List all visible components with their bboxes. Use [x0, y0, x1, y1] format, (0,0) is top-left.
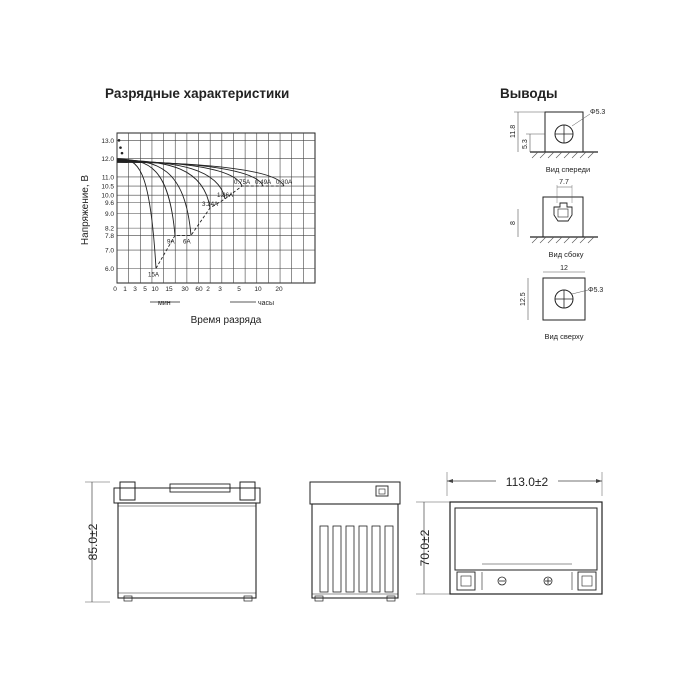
discharge-chart: 13.0 12.0 11.0 10.5 10.09.6 9.0 8.27.8 7.0 6.0 0… — [80, 132, 316, 326]
y-tick-label: 12.0 — [101, 156, 114, 163]
x-tick-label: 5 — [237, 286, 241, 293]
x-axis-label: Время разряда — [191, 315, 262, 326]
height-dim: 85.0±2 — [86, 523, 100, 560]
y-tick-label: 11.0 — [102, 174, 115, 181]
x-tick-label: 1 — [123, 286, 127, 293]
x-tick-label: 30 — [181, 286, 189, 293]
hours-label: часы — [258, 300, 274, 307]
x-tick-label: 10 — [151, 286, 159, 293]
dim-7-7: 7.7 — [559, 179, 569, 186]
battery-front-view: 85.0±2 — [85, 481, 261, 603]
width-dim: 113.0±2 — [506, 475, 549, 489]
y-tick-label: 8.2 — [105, 226, 114, 233]
curve-label: 9A — [167, 238, 175, 245]
dim-phi-front: Φ5.3 — [590, 109, 605, 116]
initial-voltage-marker — [120, 151, 124, 155]
curve-label: 0.75A — [234, 179, 251, 186]
initial-voltage-marker — [117, 139, 121, 142]
discharge-curve — [116, 158, 176, 236]
y-tick-label: 13.0 — [101, 138, 114, 145]
x-tick-label: 15 — [165, 286, 173, 293]
y-tick-label: 9.0 — [105, 211, 114, 218]
chart-grid — [116, 132, 316, 284]
x-tick-label: 3 — [133, 286, 137, 293]
side-view-label: Вид сбоку — [549, 250, 584, 259]
x-tick-label: 2 — [206, 286, 210, 293]
x-tick-label: 10 — [254, 286, 262, 293]
terminal-front-view: 11.8 5.3 Φ5.3 Вид спереди — [510, 109, 605, 174]
curve-label: 6A — [183, 238, 191, 245]
chart-title: Разрядные характеристики — [105, 86, 290, 101]
y-axis-label: Напряжение, В — [80, 175, 91, 246]
dim-5-3: 5.3 — [522, 139, 529, 149]
x-tick-label: 0 — [113, 286, 117, 293]
terminal-top-view: 12 12.5 Φ5.3 Вид сверху — [520, 265, 603, 341]
curve-label: 0.49A — [255, 179, 272, 186]
y-tick-label: 9.6 — [105, 200, 114, 207]
terminal-side-view: 7.7 8 Вид сбоку — [510, 179, 598, 259]
depth-dim: 70.0±2 — [418, 529, 432, 566]
x-tick-label: 3 — [218, 286, 222, 293]
end-voltage-envelope — [155, 185, 284, 269]
dim-phi-top: Φ5.3 — [588, 287, 603, 294]
discharge-curve — [116, 159, 192, 236]
battery-side-view — [309, 481, 401, 602]
dim-12: 12 — [560, 265, 568, 272]
top-view-label: Вид сверху — [544, 332, 583, 341]
x-tick-label: 60 — [195, 286, 203, 293]
curve-label: 3.24A — [202, 201, 219, 208]
terminals-title: Выводы — [500, 86, 558, 101]
y-tick-label: 7.0 — [105, 248, 114, 255]
dim-8: 8 — [510, 221, 517, 225]
y-tick-label: 10.5 — [101, 184, 114, 191]
y-tick-label: 10.0 — [101, 193, 114, 200]
minutes-label: мин — [158, 300, 171, 307]
y-tick-label: 6.0 — [105, 266, 114, 273]
curve-label: 1.86A — [217, 192, 234, 199]
front-view-label: Вид спереди — [546, 165, 590, 174]
x-tick-label: 20 — [275, 286, 283, 293]
discharge-curve — [116, 162, 285, 187]
chart-curves — [116, 139, 285, 269]
x-tick-label: 5 — [143, 286, 147, 293]
curve-label: 0.30A — [276, 179, 293, 186]
y-tick-label: 7.8 — [105, 233, 114, 240]
curve-label: 15A — [148, 271, 160, 278]
battery-top-view: 113.0±2 70.0±2 — [416, 472, 603, 595]
dim-11-8: 11.8 — [510, 125, 517, 138]
chart-y-ticks: 13.0 12.0 11.0 10.5 10.09.6 9.0 8.27.8 7.0 6.0 — [101, 138, 114, 273]
initial-voltage-marker — [119, 146, 122, 149]
dim-12-5: 12.5 — [520, 292, 527, 306]
